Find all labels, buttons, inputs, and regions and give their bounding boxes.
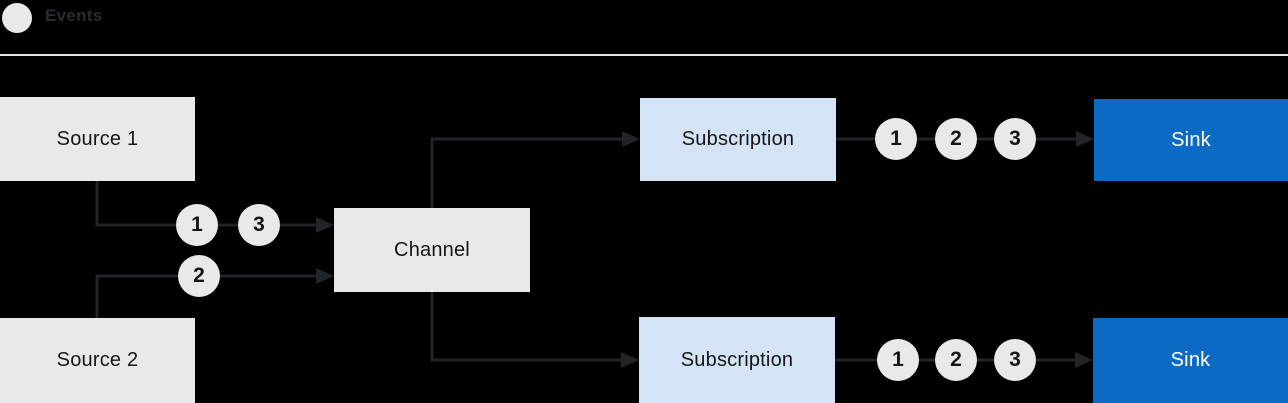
event-badge: 3 xyxy=(238,204,280,246)
arrow-source2-to-channel xyxy=(95,268,334,318)
subscription-top-label: Subscription xyxy=(681,128,795,150)
sink-bottom-node: Sink xyxy=(1093,318,1288,403)
source-1-label: Source 1 xyxy=(56,127,139,150)
event-badge: 1 xyxy=(875,118,917,160)
source-2-label: Source 2 xyxy=(56,349,139,371)
event-badge: 3 xyxy=(994,118,1036,160)
event-circle-icon xyxy=(2,3,32,33)
source-2-node: Source 2 xyxy=(0,318,195,403)
legend-label: Events xyxy=(45,6,103,25)
event-badge: 3 xyxy=(994,339,1036,381)
event-badge: 2 xyxy=(178,255,220,297)
arrow-channel-to-subscription-bottom xyxy=(430,292,639,368)
channel-node: Channel xyxy=(334,208,530,292)
subscription-bottom-label: Subscription xyxy=(680,348,794,371)
sink-bottom-label: Sink xyxy=(1170,349,1211,371)
divider-line xyxy=(0,54,1288,56)
event-badge: 2 xyxy=(935,339,977,381)
sink-top-label: Sink xyxy=(1171,128,1211,151)
subscription-bottom-node: Subscription xyxy=(639,317,835,403)
event-badge: 1 xyxy=(877,339,919,381)
event-badge: 2 xyxy=(935,118,977,160)
sink-top-node: Sink xyxy=(1094,99,1288,181)
channel-label: Channel xyxy=(394,238,470,261)
source-1-node: Source 1 xyxy=(0,97,195,181)
arrow-channel-to-subscription-top xyxy=(430,131,640,208)
subscription-top-node: Subscription xyxy=(640,98,836,181)
event-badge: 1 xyxy=(176,204,218,246)
